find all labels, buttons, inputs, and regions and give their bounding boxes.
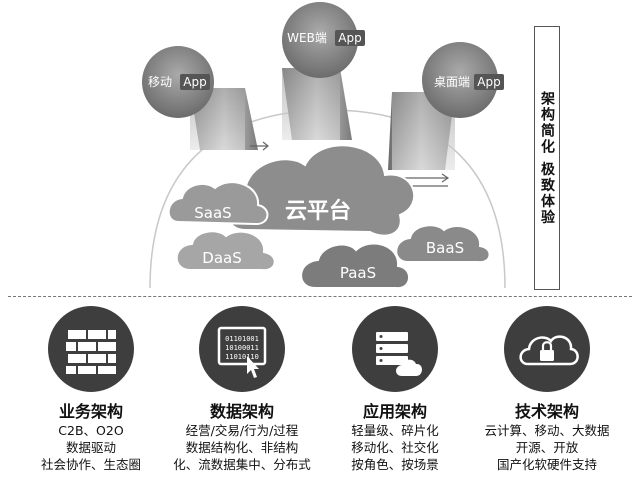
pillar-mobile — [190, 88, 258, 150]
cloud-daas — [175, 230, 276, 272]
column-data-line-2: 数据结构化、非结构 — [185, 440, 299, 455]
column-technology: 技术架构 云计算、移动、大数据 开源、开放 国产化软硬件支持 — [472, 306, 622, 473]
column-application-line-1: 轻量级、碎片化 — [351, 423, 439, 438]
app-desktop-label: 桌面端 — [434, 75, 470, 89]
dashed-divider — [8, 296, 632, 297]
cloud-platform-diagram: SaaS 云平台 DaaS PaaS BaaS 移动 App WEB端 App … — [142, 2, 506, 290]
column-data-title: 数据架构 — [209, 402, 274, 421]
app-mobile-tag: App — [183, 75, 206, 89]
pillar-desktop — [388, 92, 455, 170]
column-business: 业务架构 C2B、O2O 数据驱动 社会协作、生态圈 — [16, 306, 166, 473]
app-mobile: 移动 App — [142, 46, 214, 118]
cloud-baas-label: BaaS — [426, 239, 464, 257]
svg-text:01101001: 01101001 — [225, 335, 259, 343]
column-technology-line-1: 云计算、移动、大数据 — [484, 423, 610, 438]
svg-text:11010110: 11010110 — [225, 353, 259, 361]
binary-tablet-icon: 01101001 10100011 11010110 — [199, 306, 285, 392]
pillar-web — [282, 68, 352, 140]
column-data-line-3: 化、流数据集中、分布式 — [173, 457, 311, 472]
cloud-paas-label: PaaS — [340, 264, 376, 282]
app-web: WEB端 App — [282, 2, 365, 78]
cloud-lock-icon — [504, 306, 590, 392]
cloud-saas-label: SaaS — [194, 204, 231, 222]
column-business-title: 业务架构 — [58, 402, 123, 421]
column-application: 应用架构 轻量级、碎片化 移动化、社交化 按角色、按场景 — [320, 306, 470, 473]
side-label-box: 架构简化 极致体验 — [534, 26, 560, 290]
column-application-title: 应用架构 — [362, 402, 427, 421]
column-business-line-1: C2B、O2O — [58, 423, 124, 438]
column-application-line-2: 移动化、社交化 — [351, 440, 439, 455]
cloud-baas — [395, 224, 491, 264]
cloud-daas-label: DaaS — [202, 249, 241, 267]
app-web-label: WEB端 — [287, 31, 327, 45]
cloud-paas — [300, 242, 410, 290]
cloud-saas — [167, 181, 269, 226]
app-desktop-tag: App — [477, 75, 500, 89]
column-technology-line-2: 开源、开放 — [515, 440, 579, 455]
column-technology-line-3: 国产化软硬件支持 — [496, 457, 597, 472]
app-desktop: 桌面端 App — [422, 42, 504, 118]
column-business-line-2: 数据驱动 — [65, 440, 116, 455]
brick-wall-icon — [48, 306, 134, 392]
column-data: 01101001 10100011 11010110 数据架构 经营/交易/行为… — [167, 306, 317, 473]
column-technology-title: 技术架构 — [514, 402, 579, 421]
column-data-line-1: 经营/交易/行为/过程 — [185, 423, 299, 438]
svg-text:10100011: 10100011 — [225, 344, 259, 352]
app-mobile-label: 移动 — [148, 75, 172, 89]
column-application-line-3: 按角色、按场景 — [351, 457, 439, 472]
app-web-tag: App — [338, 31, 361, 45]
column-business-line-3: 社会协作、生态圈 — [40, 457, 141, 472]
server-cloud-icon — [352, 306, 438, 392]
cloud-main-label: 云平台 — [285, 198, 351, 224]
side-label: 架构简化 极致体验 — [539, 90, 555, 226]
